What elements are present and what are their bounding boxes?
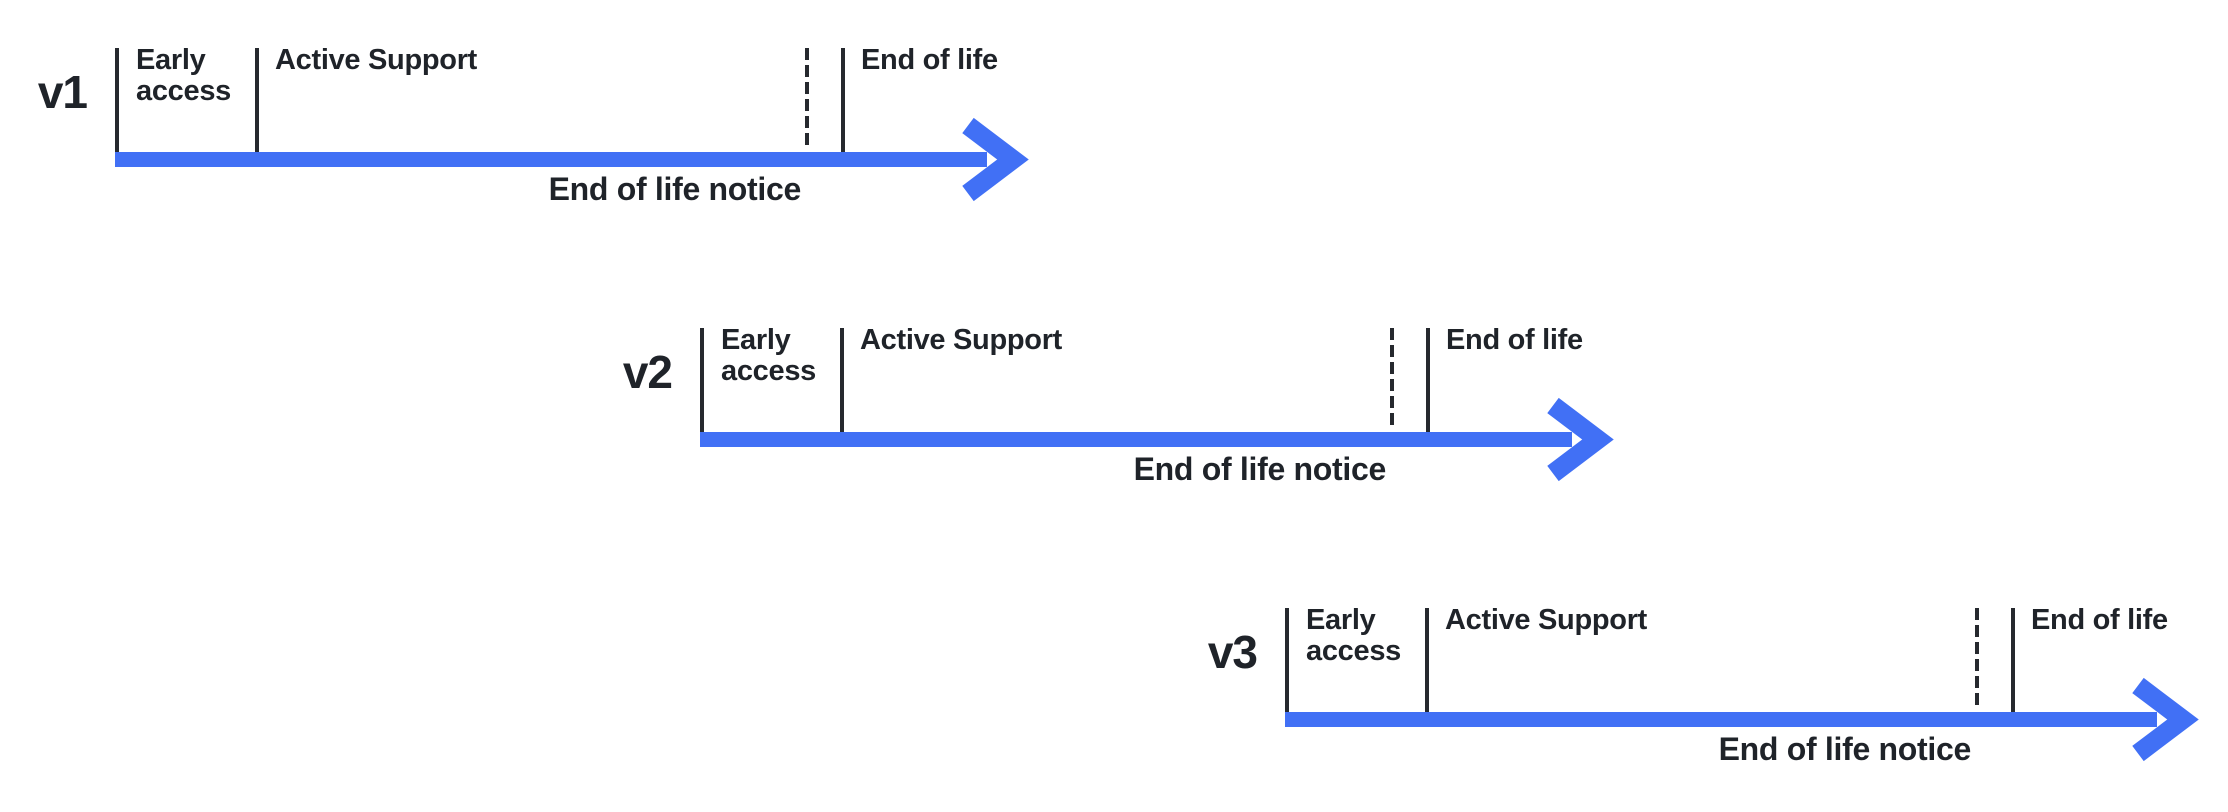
timeline-arrow	[700, 397, 1614, 482]
phase-label-end-of-life: End of life	[1446, 324, 1583, 356]
version-label: v3	[1207, 626, 1258, 678]
phase-label-end-of-life: End of life	[861, 44, 998, 76]
phase-label-active-support: Active Support	[275, 44, 478, 76]
eol-notice-dashed-line	[1390, 328, 1394, 430]
tick-early-access	[1285, 608, 1289, 712]
eol-notice-label: End of life notice	[1718, 731, 1972, 767]
phase-label-active-support: Active Support	[860, 324, 1063, 356]
arrowhead-icon	[962, 117, 1029, 202]
tick-active-support	[255, 48, 259, 152]
tick-end-of-life	[2011, 608, 2015, 712]
phase-label-early-access: Early access	[721, 324, 816, 387]
phase-label-end-of-life: End of life	[2031, 604, 2168, 636]
tick-end-of-life	[841, 48, 845, 152]
timeline-arrow	[1285, 677, 2199, 762]
phase-label-active-support: Active Support	[1445, 604, 1648, 636]
version-label: v2	[622, 346, 673, 398]
arrowhead-icon	[2132, 677, 2199, 762]
eol-notice-dashed-line	[1975, 608, 1979, 710]
phase-label-early-access: Early access	[1306, 604, 1401, 667]
version-label: v1	[37, 66, 88, 118]
arrowhead-icon	[1547, 397, 1614, 482]
eol-notice-label: End of life notice	[548, 171, 802, 207]
tick-early-access	[115, 48, 119, 152]
tick-early-access	[700, 328, 704, 432]
tick-active-support	[840, 328, 844, 432]
tick-end-of-life	[1426, 328, 1430, 432]
eol-notice-dashed-line	[805, 48, 809, 150]
tick-active-support	[1425, 608, 1429, 712]
timeline-arrow	[115, 117, 1029, 202]
eol-notice-label: End of life notice	[1133, 451, 1387, 487]
phase-label-early-access: Early access	[136, 44, 231, 107]
